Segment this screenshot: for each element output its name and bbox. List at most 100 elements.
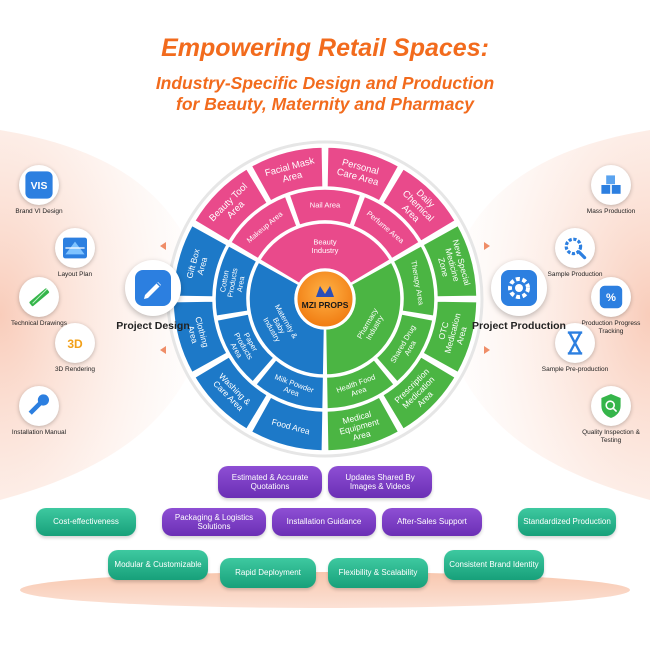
beauty-outer-personal-care-area[interactable]: PersonalCare Area — [326, 146, 400, 203]
maternity-mid-milk-powder-area[interactable]: Milk PowderArea — [254, 358, 325, 410]
benefit-modular-customizable[interactable]: Modular & Customizable — [108, 550, 208, 580]
maternity-mid-paper-products-area[interactable]: PaperProductsArea — [216, 313, 275, 384]
pharmacy-outer-new-special-medicine-zone[interactable]: New SpecialMedicineZone — [421, 224, 478, 298]
project-production[interactable]: Project Production — [464, 260, 574, 332]
subtitle-line-1: Industry-Specific Design and Production — [155, 73, 495, 93]
maternity-outer-food-area[interactable]: Food Area — [250, 395, 324, 452]
beauty-outer-daily-chemical-area[interactable]: DailyChemicalArea — [381, 167, 457, 243]
beauty-mid-nail-area[interactable]: Nail Area — [288, 188, 362, 227]
left-tool-installation-manual[interactable]: Installation Manual — [4, 386, 74, 437]
pharmacy-mid-therapy-area[interactable]: Therapy Area — [392, 244, 436, 318]
svg-text:%: % — [606, 292, 616, 304]
hourglass-icon — [555, 323, 595, 363]
maternity-outer-washing-care-area-shape — [193, 355, 269, 431]
pharmacy-mid-health-food-area-shape — [325, 358, 396, 410]
benefit-label: Packaging & Logistics Solutions — [174, 512, 254, 532]
shield-search-icon — [591, 386, 631, 426]
benefit-installation-guidance[interactable]: Installation Guidance — [272, 508, 376, 536]
benefit-after-sales-support[interactable]: After-Sales Support — [382, 508, 482, 536]
maternity-core-maternity-baby-industry[interactable]: Maternity &BabyIndustry — [248, 261, 326, 376]
svg-text:VIS: VIS — [31, 181, 48, 192]
percent-icon: % — [591, 277, 631, 317]
maternity-outer-gift-box-area[interactable]: Gift BoxArea — [172, 224, 229, 298]
right-tool-label: Production Progress Tracking — [581, 320, 641, 335]
pharmacy-outer-prescription-medication-area[interactable]: PrescriptionMedicationArea — [381, 355, 457, 431]
pharmacy-mid-health-food-area[interactable]: Health FoodArea — [325, 358, 396, 410]
left-tool-label: Brand VI Design — [15, 208, 63, 215]
floor-ellipse — [20, 572, 630, 608]
benefit-label: Cost-effectiveness — [53, 517, 119, 527]
flow-arrow-1 — [160, 242, 166, 250]
benefit-rapid-deployment[interactable]: Rapid Deployment — [220, 558, 316, 588]
benefit-packaging-logistics-solutions[interactable]: Packaging & Logistics Solutions — [162, 508, 266, 536]
beauty-outer-facial-mask-area-shape — [250, 146, 324, 203]
beauty-mid-nail-area-label: Nail Area — [310, 201, 341, 210]
maternity-mid-cotton-products-area-label: CottonProductsArea — [217, 266, 247, 300]
flow-arrow-4 — [484, 346, 490, 354]
arrows — [160, 242, 490, 354]
left-tool-brand-vi-design[interactable]: VIS Brand VI Design — [4, 165, 74, 216]
right-tool-production-progress-tracking[interactable]: % Production Progress Tracking — [576, 277, 646, 335]
production-gear-icon — [491, 260, 547, 316]
project-design[interactable]: Project Design — [98, 260, 208, 332]
benefit-standardized-production[interactable]: Standardized Production — [518, 508, 616, 536]
project-production-label: Project Production — [472, 320, 566, 332]
benefit-updates-shared-by-images-videos[interactable]: Updates Shared By Images & Videos — [328, 466, 432, 498]
maternity-outer-food-area-shape — [250, 395, 324, 452]
maternity-outer-clothing-area[interactable]: ClothingArea — [172, 300, 229, 374]
left-tool-technical-drawings[interactable]: Technical Drawings — [4, 277, 74, 328]
right-tool-label: Mass Production — [586, 208, 636, 215]
right-tool-label: Sample Production — [547, 271, 603, 278]
benefit-label: Consistent Brand Identity — [449, 560, 539, 570]
maternity-outer-clothing-area-shape — [172, 300, 229, 374]
page-title: Empowering Retail Spaces: — [161, 34, 489, 62]
pharmacy-outer-prescription-medication-area-shape — [381, 355, 457, 431]
right-tool-quality-inspection-testing[interactable]: Quality Inspection & Testing — [576, 386, 646, 444]
maternity-mid-cotton-products-area[interactable]: CottonProductsArea — [214, 244, 258, 318]
project-design-label: Project Design — [116, 320, 190, 332]
left-tool-label: Layout Plan — [57, 271, 93, 278]
page-subtitle: Industry-Specific Design and Production … — [0, 73, 650, 115]
right-tool-sample-production[interactable]: Sample Production — [540, 228, 610, 279]
benefit-cost-effectiveness[interactable]: Cost-effectiveness — [36, 508, 136, 536]
benefit-estimated-accurate-quotations[interactable]: Estimated & Accurate Quotations — [218, 466, 322, 498]
pharmacy-mid-shared-drug-area-shape — [375, 313, 434, 384]
pharmacy-core-pharmacy-industry[interactable]: PharmacyIndustry — [324, 261, 402, 376]
right-tool-label: Quality Inspection & Testing — [582, 429, 640, 444]
left-tool-layout-plan[interactable]: Layout Plan — [40, 228, 110, 279]
maternity-mid-cotton-products-area-shape — [214, 244, 258, 318]
benefit-consistent-brand-identity[interactable]: Consistent Brand Identity — [444, 550, 544, 580]
beauty-mid-nail-area-shape — [288, 188, 362, 227]
3d-icon: 3D — [55, 323, 95, 363]
gear-search-icon — [555, 228, 595, 268]
beauty-outer-beauty-tool-area-shape — [193, 167, 269, 243]
pharmacy-outer-otc-medication-area-shape — [421, 300, 478, 374]
right-tool-sample-pre-production[interactable]: Sample Pre-production — [540, 323, 610, 374]
benefit-flexibility-scalability[interactable]: Flexibility & Scalability — [328, 558, 428, 588]
layout-plan-icon — [55, 228, 95, 268]
benefit-label: Rapid Deployment — [235, 568, 301, 578]
benefit-label: After-Sales Support — [397, 517, 467, 527]
beauty-outer-personal-care-area-shape — [326, 146, 400, 203]
center-logo-text: MZI PROPS — [302, 300, 349, 310]
benefit-label: Modular & Customizable — [114, 560, 202, 570]
right-tool-mass-production[interactable]: Mass Production — [576, 165, 646, 216]
beauty-outer-daily-chemical-area-shape — [381, 167, 457, 243]
boxes-icon — [591, 165, 631, 205]
beauty-mid-makeup-area-shape — [229, 195, 299, 260]
pharmacy-outer-medical-equipment-area-shape — [326, 395, 400, 452]
pharmacy-outer-otc-medication-area[interactable]: OTCMedicationArea — [421, 300, 478, 374]
benefit-label: Updates Shared By Images & Videos — [345, 472, 415, 492]
benefit-label: Estimated & Accurate Quotations — [231, 472, 309, 492]
pharmacy-outer-medical-equipment-area[interactable]: MedicalEquipmentArea — [326, 395, 400, 452]
pharmacy-mid-shared-drug-area[interactable]: Shared DrugArea — [375, 313, 434, 384]
flow-arrow-2 — [484, 242, 490, 250]
maternity-mid-paper-products-area-shape — [216, 313, 275, 384]
beauty-outer-facial-mask-area[interactable]: Facial MaskArea — [250, 146, 324, 203]
beauty-mid-perfume-area-shape — [351, 195, 421, 260]
wrench-icon — [19, 386, 59, 426]
center-logo-badge — [294, 268, 356, 330]
